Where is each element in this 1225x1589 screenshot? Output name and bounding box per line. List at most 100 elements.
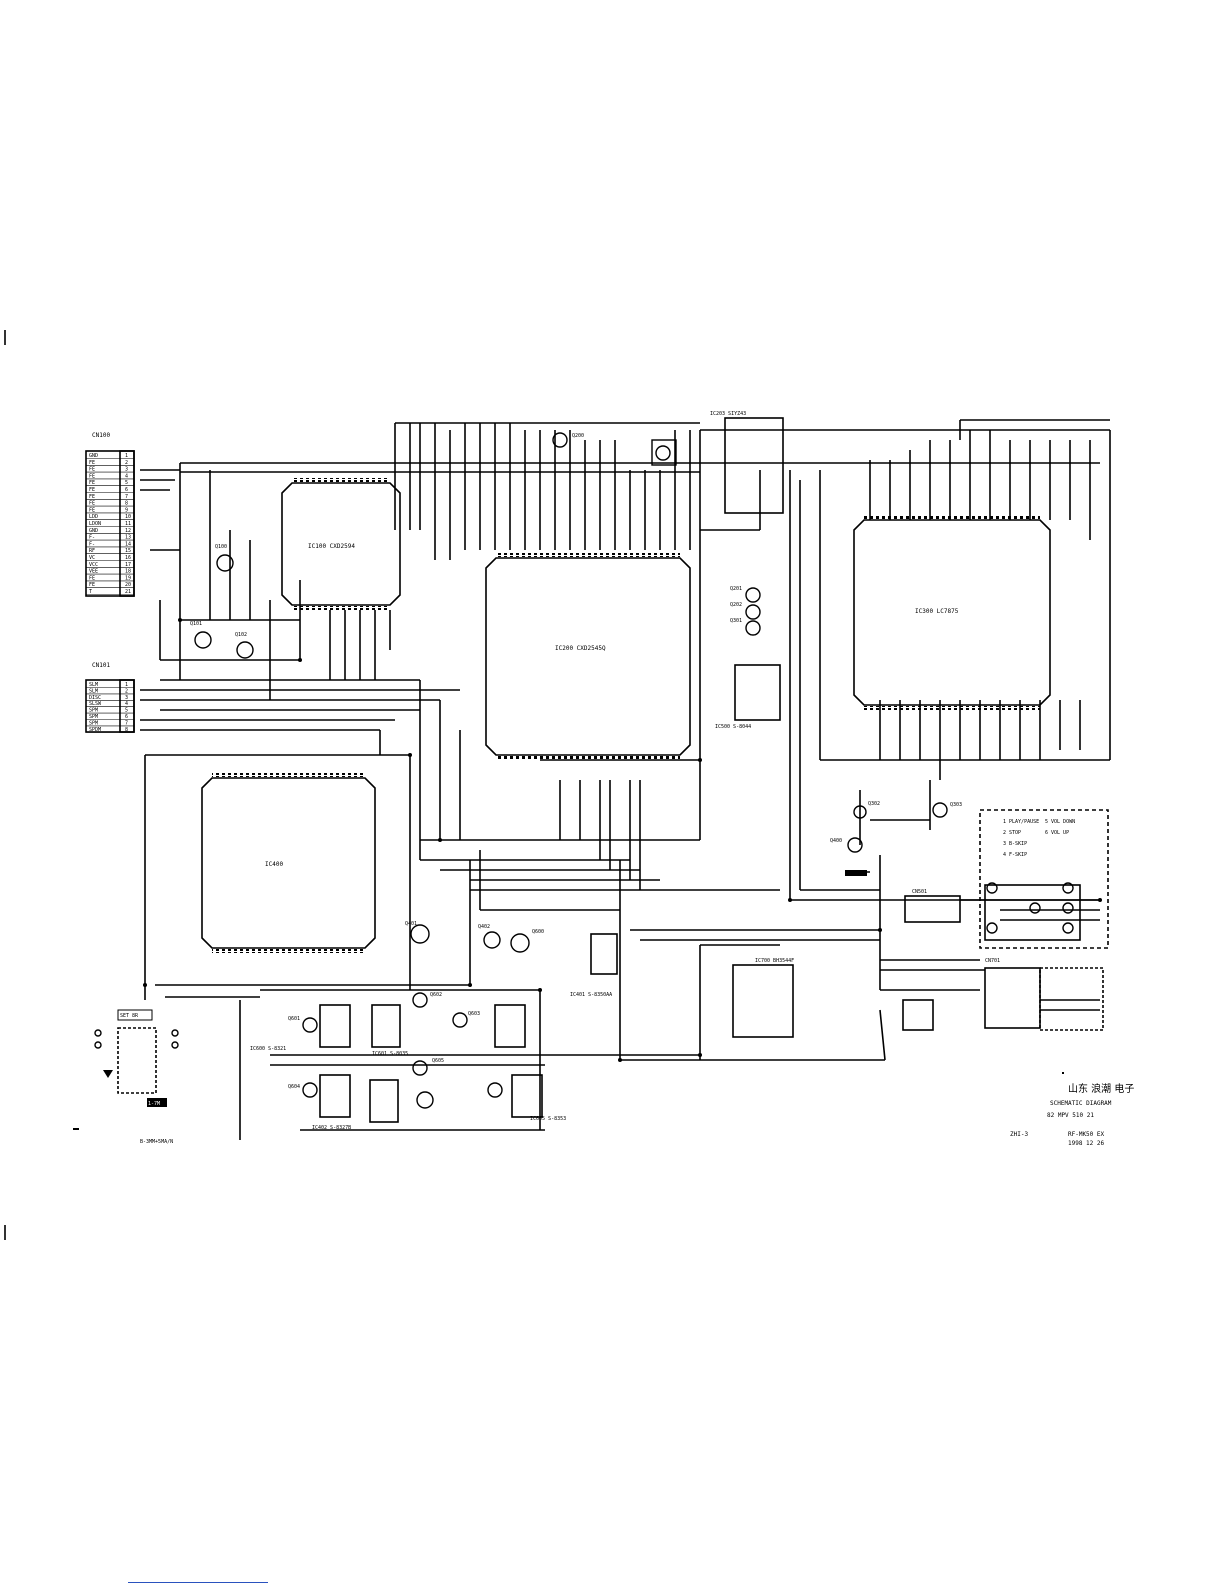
cn101-pin-number-6: 6 [125,714,128,720]
cn100-pin-number-13: 13 [125,535,131,541]
cn100-pin-10: LDD [89,514,98,520]
transistor-label-q604: Q604 [288,1084,300,1090]
ic300-label: IC300 LC7875 [915,608,959,615]
cn100-pin-number-8: 8 [125,501,128,507]
cn100-pin-number-7: 7 [125,494,128,500]
set-label: SET 8R [120,1013,139,1019]
title-company: 山东 浪潮 电子 [1068,1082,1134,1095]
ic100-label: IC100 CXD2594 [308,543,355,550]
cn100-pin-number-12: 12 [125,528,131,534]
ic700-label: IC700 BH3544F [755,958,794,964]
ic500-label: IC500 S-8044 [715,724,751,730]
cn100-pin-number-11: 11 [125,521,131,527]
cn101-pin-6: SPM [89,714,98,720]
transistor-label-q301: Q301 [730,618,742,624]
ic601-label: IC601 S-8035 [372,1051,408,1057]
transistor-label-q401: Q401 [405,921,417,927]
cn100-pin-18: VEE [89,569,98,575]
transistor-label-q605: Q605 [432,1058,444,1064]
cn100-pin-9: FE [89,507,95,513]
cn101-pin-number-1: 1 [125,682,128,688]
key-legend-4: 4 F-SKIP [1003,852,1027,858]
transistor-label-q602: Q602 [430,992,442,998]
cn100-pin-number-21: 21 [125,589,131,595]
cn100-pin-1: GND [89,453,98,459]
cn100-pin-7: FE [89,494,95,500]
cn100-pin-15: RF [89,548,95,554]
ic401-label: IC401 S-8350AA [570,992,612,998]
key-legend-3: 3 B-SKIP [1003,841,1027,847]
transistor-label-q202: Q202 [730,602,742,608]
transistor-label-q102: Q102 [235,632,247,638]
cn100-pin-number-17: 17 [125,562,131,568]
ic400-label: IC400 [265,861,283,868]
cn100-pin-11: LDON [89,521,101,527]
title-code: 82 MPV 510 21 [1047,1112,1094,1119]
cn100-pin-number-14: 14 [125,541,131,547]
cn101-pin-number-4: 4 [125,701,128,707]
cn501-ref: CN501 [912,889,927,895]
cn100-pin-number-3: 3 [125,467,128,473]
cn101-pin-2: SLM [89,688,98,694]
cn100-pin-number-2: 2 [125,460,128,466]
cn101-pin-number-2: 2 [125,688,128,694]
title-drawing: SCHEMATIC DIAGRAM [1050,1100,1112,1107]
key-legend-1: 1 PLAY/PAUSE [1003,819,1039,825]
cn100-pin-number-5: 5 [125,480,128,486]
ic203-label: IC203 SIYZ43 [710,411,746,417]
transistor-label-q601: Q601 [288,1016,300,1022]
cn100-pin-number-18: 18 [125,569,131,575]
key-legend-5: 5 VOL DOWN [1045,819,1075,825]
transistor-label-q603: Q603 [468,1011,480,1017]
ic402-label: IC402 S-8327B [312,1125,351,1131]
transistor-label-q201: Q201 [730,586,742,592]
ic605-label: IC605 S-8353 [530,1116,566,1122]
transistor-label-q600: Q600 [532,929,544,935]
cn101-pin-8: SPDM [89,727,101,733]
cn100-ref: CN100 [92,432,110,439]
title-date: 1998 12 26 [1068,1140,1105,1147]
small-tag: 1-7M [148,1101,160,1107]
cn101-pin-3: DISC [89,695,101,701]
transistor-label-q100: Q100 [215,544,227,550]
cn100-pin-number-10: 10 [125,514,131,520]
transistor-label-q101: Q101 [190,621,202,627]
cn100-pin-21: T [89,589,92,595]
cn101-pin-number-3: 3 [125,695,128,701]
cn100-pin-4: FE [89,473,95,479]
cn100-pin-number-20: 20 [125,582,131,588]
cn100-pin-number-6: 6 [125,487,128,493]
title-model: RF-MK50 EX [1068,1131,1105,1138]
cn100-pin-2: FE [89,460,95,466]
cn101-ref: CN101 [92,662,110,669]
cn100-pin-16: VC [89,555,95,561]
cn101-pin-1: SLM [89,682,98,688]
cn101-pin-number-8: 8 [125,727,128,733]
page-link-underline [128,1582,268,1583]
cn100-pin-13: F- [89,535,95,541]
cn100-pin-number-19: 19 [125,575,131,581]
cn100-pin-number-1: 1 [125,453,128,459]
cn100-pin-5: FE [89,480,95,486]
key-legend-6: 6 VOL UP [1045,830,1069,836]
key-legend-2: 2 STOP [1003,830,1021,836]
cn100-pin-6: FE [89,487,95,493]
cn100-pin-19: FE [89,575,95,581]
cn101-pin-7: SPM [89,720,98,726]
cn100-pin-number-15: 15 [125,548,131,554]
cn100-pin-3: FE [89,467,95,473]
cn101-pin-number-7: 7 [125,720,128,726]
cn100-pin-14: F- [89,541,95,547]
cn100-pin-8: FE [89,501,95,507]
transistor-label-q402: Q402 [478,924,490,930]
battery-note: B-3MM+5MA/N [140,1139,173,1145]
cn101-pin-4: SLSW [89,701,102,707]
cn100-pin-number-9: 9 [125,507,128,513]
title-model-label: ZHI-3 [1010,1131,1028,1138]
transistor-label-q303: Q303 [950,802,962,808]
